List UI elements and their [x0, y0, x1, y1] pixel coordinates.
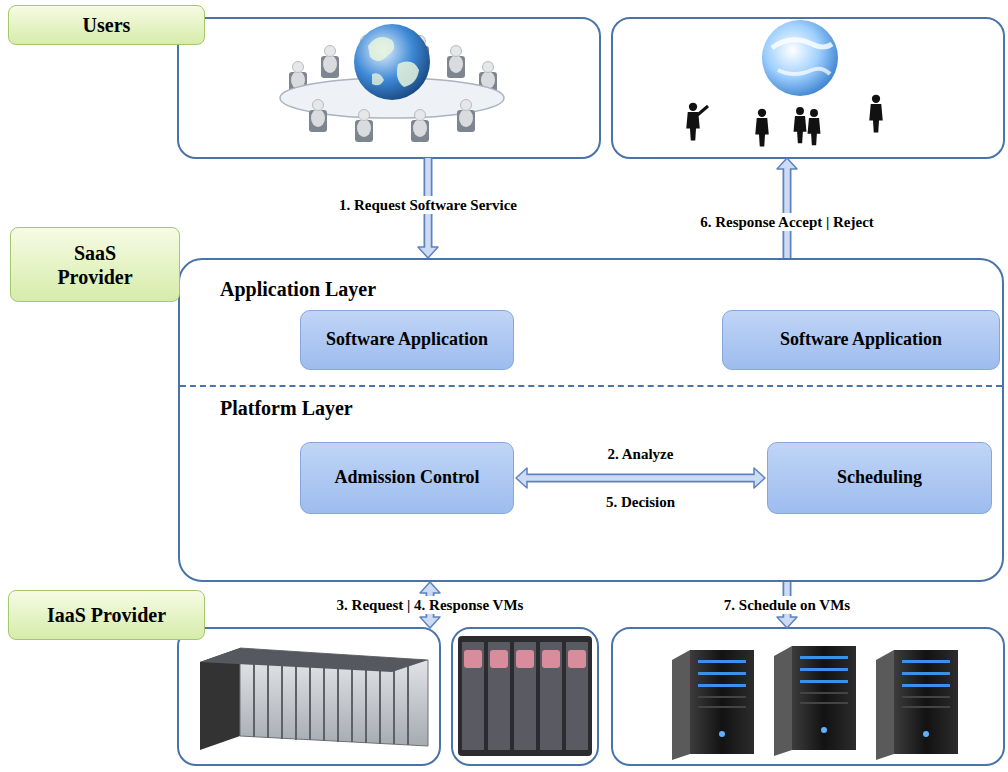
person-silhouette	[686, 103, 708, 141]
cloud-swirl	[778, 69, 830, 74]
drive	[514, 642, 536, 750]
provider-tab: SaaS Provider	[10, 227, 180, 302]
tower-server	[672, 650, 754, 760]
server-panel	[612, 628, 1004, 765]
drive	[462, 642, 484, 750]
scheduling-box: Scheduling	[767, 442, 992, 514]
flow-arrow	[777, 158, 797, 258]
person-silhouette	[686, 103, 700, 141]
continent	[397, 62, 419, 87]
step-label: 2. Analyze	[604, 445, 678, 463]
person-figure	[309, 100, 327, 133]
meeting-illustration	[280, 24, 504, 142]
person-silhouette	[755, 109, 769, 147]
blade-server-illustration	[200, 648, 428, 750]
drive-bay	[458, 636, 592, 756]
flow-arrow	[516, 468, 765, 488]
iaas-tier: IaaS Provider	[178, 628, 1004, 765]
drive	[566, 642, 588, 750]
tower-server-illustration	[672, 646, 958, 760]
users-globe-illustration	[686, 20, 883, 147]
tower-server	[876, 650, 958, 760]
layer-heading: Application Layer	[220, 278, 376, 301]
continent	[368, 37, 394, 61]
person-silhouette	[808, 109, 821, 145]
box-label: Software Application	[780, 329, 942, 351]
server-panel	[178, 628, 440, 765]
users-panel	[612, 18, 1004, 158]
person-silhouette	[755, 109, 769, 147]
person-figure	[457, 100, 475, 133]
drive-handle	[568, 650, 586, 668]
drive	[488, 642, 510, 750]
admission-control-box: Admission Control	[300, 442, 514, 514]
layer-heading: Platform Layer	[220, 397, 353, 420]
application-layer-band: Application LayerSoftware Application Sof…	[180, 260, 1002, 385]
pointing-arm	[698, 106, 709, 115]
drive-handle	[464, 650, 482, 668]
arrow-shaft-fill	[784, 166, 790, 258]
provider-tab: Users	[8, 5, 205, 45]
person-figure	[411, 110, 429, 143]
box-label: Admission Control	[334, 467, 479, 489]
step-label: 7. Schedule on VMs	[720, 596, 854, 614]
chassis-top	[200, 648, 428, 672]
drive-handle	[542, 650, 560, 668]
saas-provider-panel: SaaS ProviderApplication LayerSoftware A…	[178, 258, 1004, 582]
user-tier: Users	[178, 18, 1004, 158]
drive-handle	[490, 650, 508, 668]
provider-tab: IaaS Provider	[8, 590, 205, 640]
person-silhouette	[794, 107, 807, 143]
server-panel	[452, 628, 598, 765]
person-figure	[355, 110, 373, 143]
arrow-shaft-fill	[524, 475, 757, 481]
cloud-swirl	[772, 40, 832, 48]
box-label: Scheduling	[837, 467, 922, 489]
software-application-box: Software Application	[722, 310, 1000, 370]
drive	[540, 642, 562, 750]
person-figure	[447, 46, 465, 79]
step-label: 1. Request Software Service	[335, 196, 521, 214]
continent	[372, 73, 384, 85]
software-application-box: Software Application	[300, 310, 514, 370]
globe	[354, 24, 430, 100]
person-silhouette	[869, 95, 883, 133]
person-silhouette	[869, 95, 883, 133]
users-panel	[178, 18, 600, 158]
person-silhouette	[808, 109, 821, 145]
step-label: 6. Response Accept | Reject	[696, 213, 878, 231]
step-label: 5. Decision	[602, 493, 679, 511]
person-silhouette	[794, 107, 807, 143]
step-label: 3. Request | 4. Response VMs	[333, 596, 528, 614]
person-figure	[321, 46, 339, 79]
platform-layer-band: Platform LayerAdmission Control Schedulin…	[180, 385, 1002, 580]
drive-handle	[516, 650, 534, 668]
box-label: Software Application	[326, 329, 488, 351]
globe	[762, 20, 838, 96]
hard-drive-illustration	[458, 636, 592, 756]
tower-server	[774, 646, 856, 756]
